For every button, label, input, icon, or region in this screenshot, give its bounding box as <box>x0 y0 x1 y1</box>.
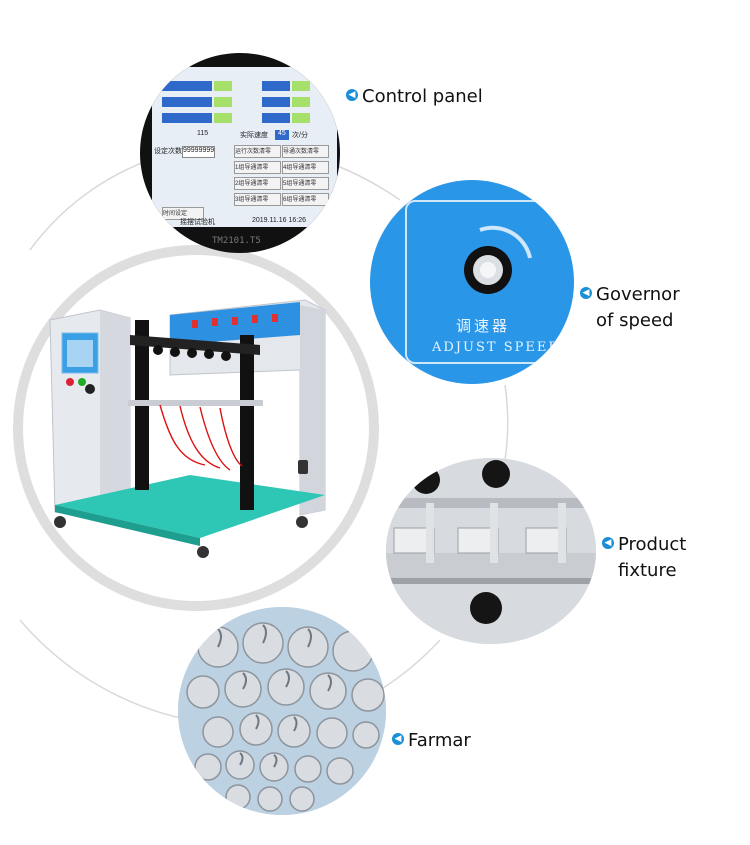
counter-bar <box>262 113 290 123</box>
label-governor-line2: of speed <box>596 310 674 331</box>
reset-group-1-button[interactable]: 1组导通清零 <box>234 161 281 174</box>
status-chip <box>292 97 310 107</box>
panel-model: TM2101.T5 <box>212 236 261 246</box>
status-chip <box>214 81 232 91</box>
fixture-illustration <box>386 458 596 644</box>
screen-date: 2019.11.16 16:26 <box>252 217 306 224</box>
time-set-button[interactable]: 时间设定 <box>162 207 204 220</box>
arc-to-farmar <box>379 639 441 691</box>
counter-bar <box>262 97 290 107</box>
set-count-label: 设定次数 <box>154 148 182 155</box>
speed-unit: 次/分 <box>292 132 308 139</box>
reset-group-6-button[interactable]: 6组导通清零 <box>282 193 329 206</box>
label-control-panel-text: Control panel <box>362 86 483 107</box>
label-farmar: ◀ Farmar <box>392 728 471 754</box>
governor-photo: 调速器 ADJUST SPEED <box>370 180 574 384</box>
counter-bar <box>162 81 212 91</box>
set-count-field[interactable]: 99999999 <box>182 146 216 158</box>
counter-bar <box>162 97 212 107</box>
arc-left-bottom <box>19 619 191 721</box>
status-chip <box>292 81 310 91</box>
governor-cn-label: 调速器 <box>456 317 511 335</box>
arc-to-governor <box>334 164 401 201</box>
arrow-left-icon: ◀ <box>602 537 614 549</box>
arc-to-fixture <box>504 384 509 461</box>
farmar-photo <box>178 607 386 815</box>
counter-bar <box>262 81 290 91</box>
label-product-fixture: ◀ Product fixture <box>602 532 686 584</box>
weights-illustration <box>178 607 386 815</box>
arrow-left-icon: ◀ <box>580 287 592 299</box>
arrow-left-icon: ◀ <box>346 89 358 101</box>
run-count: 115 <box>197 130 209 137</box>
label-farmar-text: Farmar <box>408 730 471 751</box>
status-chip <box>214 97 232 107</box>
actual-speed-value: 45 <box>275 130 289 140</box>
control-panel-photo: 115 实际速度 45 次/分 设定次数 99999999 运行次数清零 导通次… <box>140 53 340 253</box>
product-fixture-photo <box>386 458 596 644</box>
label-product-line1: Product <box>618 534 687 555</box>
counter-bar <box>162 113 212 123</box>
cable-swing-test-machine <box>49 299 326 558</box>
governor-plate <box>405 200 574 364</box>
reset-group-4-button[interactable]: 4组导通清零 <box>282 161 329 174</box>
reset-group-2-button[interactable]: 2组导通清零 <box>234 177 281 190</box>
label-governor: ◀ Governor of speed <box>580 282 680 334</box>
label-control-panel: ◀ Control panel <box>346 84 483 110</box>
reset-conduct-count-button[interactable]: 导通次数清零 <box>282 145 329 158</box>
reset-group-5-button[interactable]: 5组导通清零 <box>282 177 329 190</box>
label-governor-line1: Governor <box>596 284 680 305</box>
arrow-left-icon: ◀ <box>392 733 404 745</box>
actual-speed-label: 实际速度 <box>240 132 268 139</box>
hmi-screen: 115 实际速度 45 次/分 设定次数 99999999 运行次数清零 导通次… <box>152 67 337 227</box>
label-product-line2: fixture <box>618 560 677 581</box>
governor-en-label: ADJUST SPEED <box>432 340 561 355</box>
status-chip <box>214 113 232 123</box>
screen-title: 摇摆试验机 <box>180 219 215 226</box>
speed-knob-icon <box>464 225 532 294</box>
reset-run-count-button[interactable]: 运行次数清零 <box>234 145 281 158</box>
status-chip <box>292 113 310 123</box>
reset-group-3-button[interactable]: 3组导通清零 <box>234 193 281 206</box>
